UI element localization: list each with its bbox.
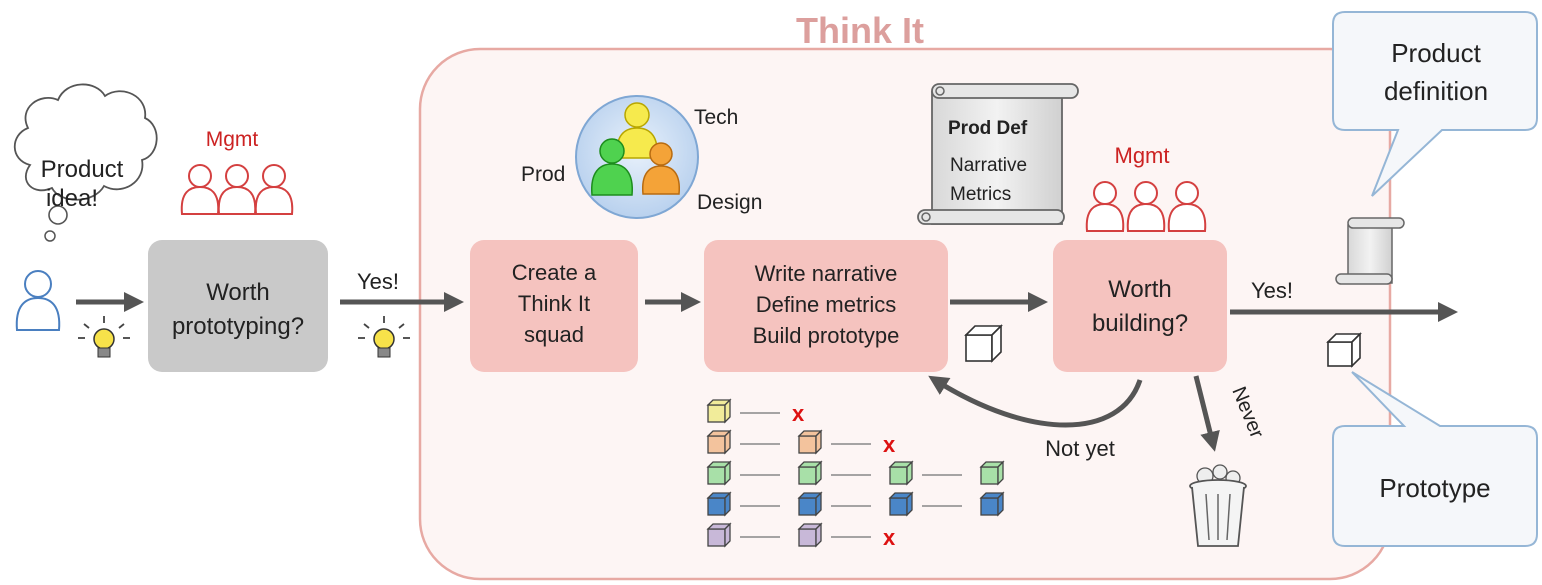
role-design-label: Design — [697, 191, 762, 214]
iteration-row: x — [706, 522, 896, 550]
prototype-cube-icon — [964, 324, 1003, 363]
management-group-icon — [1085, 181, 1207, 232]
role-prod-label: Prod — [521, 163, 565, 186]
iteration-rejected-mark: x — [792, 401, 805, 426]
iteration-cube — [797, 429, 823, 455]
callout-prototype-label: Prototype — [1379, 473, 1490, 503]
arrow-not-yet-loop — [928, 375, 1143, 428]
product-definition-scroll-icon — [1335, 217, 1405, 285]
iteration-row: x — [706, 429, 896, 457]
person-icon — [15, 270, 61, 331]
prototype-cube-icon — [1326, 332, 1362, 368]
mgmt-left-label: Mgmt — [206, 128, 259, 151]
iteration-cube — [979, 491, 1005, 517]
prod-def-line-1: Narrative — [950, 155, 1027, 176]
yes-right-label: Yes! — [1251, 278, 1293, 303]
prod-def-line-2: Metrics — [950, 184, 1011, 205]
create-squad-box — [470, 240, 638, 372]
create-squad-line-1: Create a — [512, 260, 597, 285]
iteration-rejected-mark: x — [883, 432, 896, 457]
callout-product-def-line-2: definition — [1384, 76, 1488, 106]
worth-prototyping-box — [148, 240, 328, 372]
iteration-cube — [797, 522, 823, 548]
worth-building-line-1: Worth — [1108, 276, 1172, 303]
write-narrative-box — [704, 240, 948, 372]
design-person-icon — [641, 142, 681, 195]
management-group-icon — [180, 164, 294, 215]
thought-line-1: Product — [41, 156, 124, 183]
iteration-cube — [888, 460, 914, 486]
write-narrative-line-2: Define metrics — [756, 292, 897, 317]
worth-building-box — [1053, 240, 1227, 372]
lightbulb-icon — [358, 316, 410, 358]
iteration-rejected-mark: x — [883, 525, 896, 550]
thought-bubble: Product idea! — [13, 83, 158, 242]
think-it-title: Think It — [796, 10, 924, 51]
worth-building-line-2: building? — [1092, 310, 1188, 337]
trash-can-icon — [1189, 464, 1247, 547]
iteration-cube — [706, 491, 732, 517]
tech-person-icon — [616, 102, 658, 159]
squad-circle — [575, 95, 699, 219]
worth-prototyping-line-2: prototyping? — [172, 313, 304, 340]
product-definition-callout: Product definition — [1332, 11, 1538, 197]
thought-line-2: idea! — [46, 185, 98, 212]
create-squad-line-3: squad — [524, 322, 584, 347]
prod-def-title: Prod Def — [948, 118, 1028, 139]
iteration-rows: x x x — [706, 398, 1005, 550]
iteration-cube — [706, 429, 732, 455]
iteration-cube — [979, 460, 1005, 486]
iteration-cube — [706, 522, 732, 548]
iteration-cube — [888, 491, 914, 517]
iteration-cube — [706, 398, 732, 424]
iteration-cube — [706, 460, 732, 486]
worth-prototyping-line-1: Worth — [206, 279, 270, 306]
arrow-never — [1193, 375, 1220, 452]
mgmt-right-label: Mgmt — [1115, 143, 1170, 168]
prod-person-icon — [591, 138, 633, 196]
scroll-document-icon — [917, 83, 1079, 225]
iteration-row — [706, 460, 1005, 486]
role-tech-label: Tech — [694, 106, 738, 129]
iteration-cube — [797, 491, 823, 517]
iteration-cube — [797, 460, 823, 486]
not-yet-label: Not yet — [1045, 436, 1115, 461]
iteration-row: x — [706, 398, 805, 426]
lightbulb-icon — [78, 316, 130, 358]
yes-left-label: Yes! — [357, 269, 399, 294]
write-narrative-line-3: Build prototype — [753, 323, 900, 348]
write-narrative-line-1: Write narrative — [755, 261, 898, 286]
iteration-row — [706, 491, 1005, 517]
prototype-callout: Prototype — [1332, 371, 1538, 547]
create-squad-line-2: Think It — [518, 291, 590, 316]
callout-product-def-line-1: Product — [1391, 38, 1481, 68]
